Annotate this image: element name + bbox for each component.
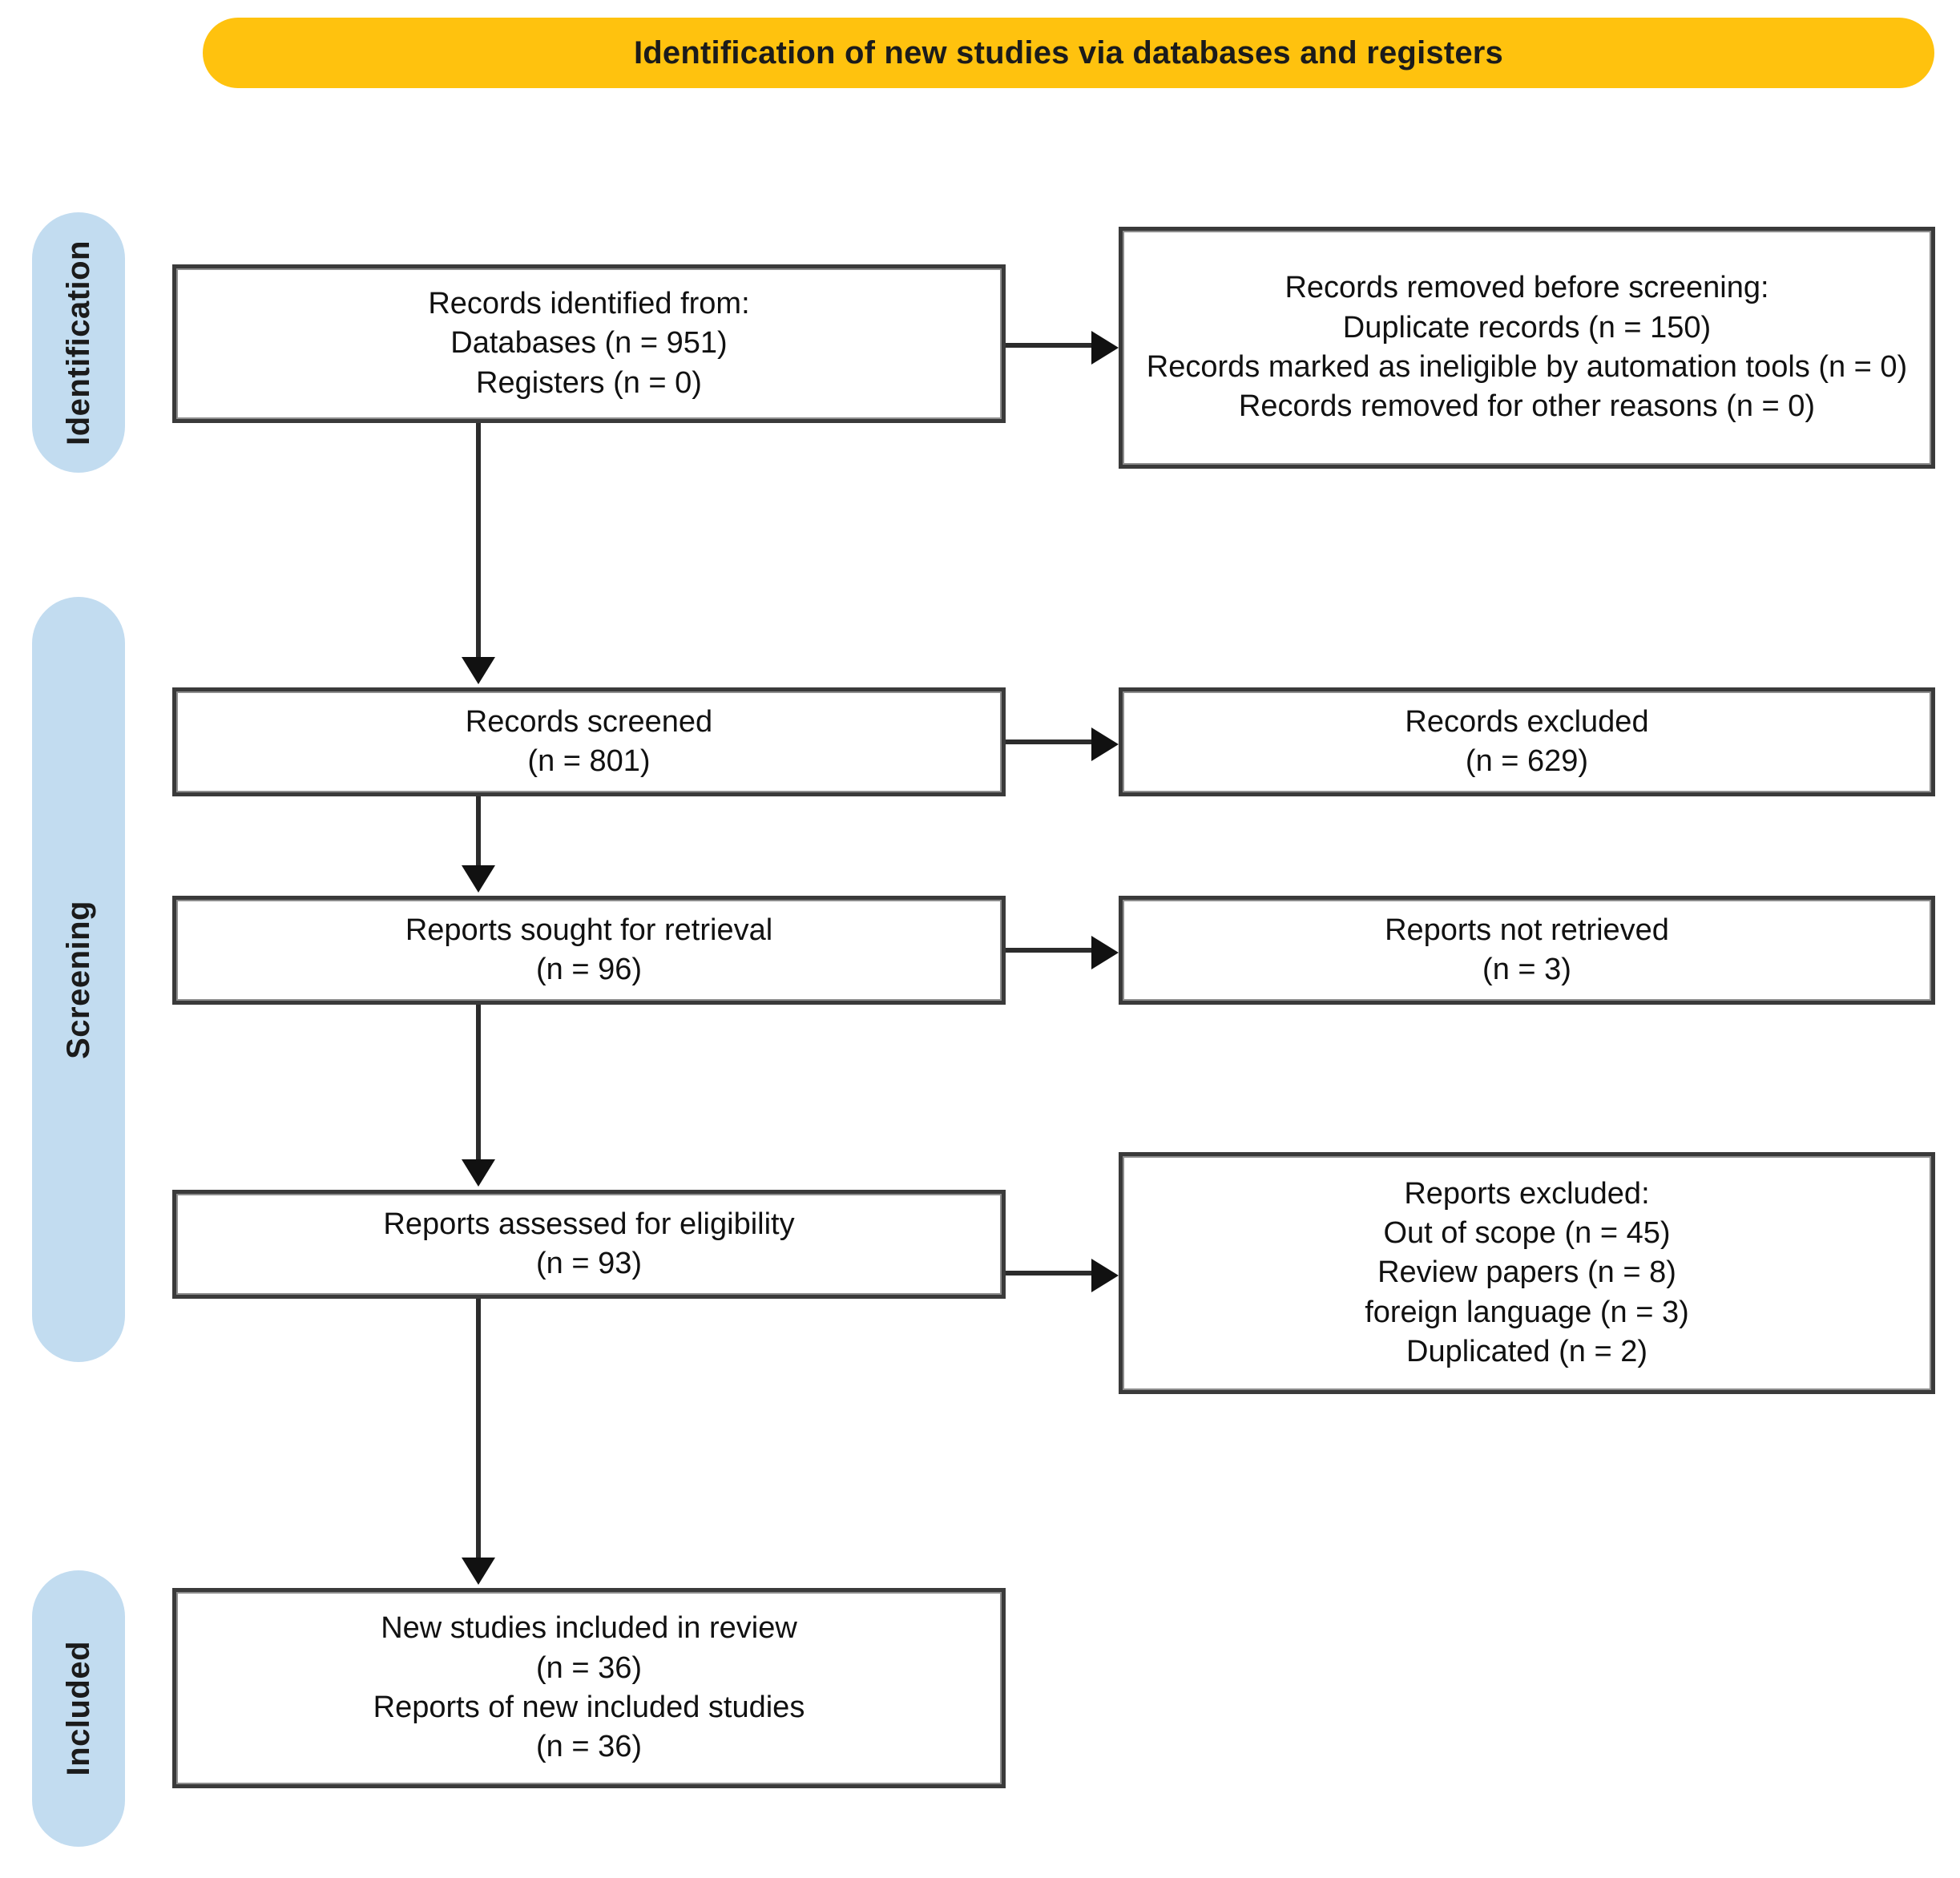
box-records-identified-line-2: Databases (n = 951) bbox=[450, 326, 728, 361]
box-reports-excluded-line-5: Duplicated (n = 2) bbox=[1406, 1335, 1647, 1369]
identification-banner: Identification of new studies via databa… bbox=[203, 18, 1934, 88]
arrowhead-right-to-excluded bbox=[1091, 727, 1119, 761]
arrowhead-down-to-included bbox=[462, 1558, 495, 1585]
box-records-removed-line-1: Records removed before screening: bbox=[1284, 271, 1769, 305]
arrowhead-right-to-reports-excluded bbox=[1091, 1259, 1119, 1292]
box-reports-excluded: Reports excluded: Out of scope (n = 45) … bbox=[1119, 1152, 1935, 1394]
connector-sought-to-eligibility bbox=[476, 1005, 481, 1163]
banner-title: Identification of new studies via databa… bbox=[633, 35, 1504, 71]
box-records-excluded: Records excluded (n = 629) bbox=[1119, 687, 1935, 796]
box-new-studies-included-line-3: Reports of new included studies bbox=[373, 1691, 805, 1724]
box-reports-not-retrieved-line-1: Reports not retrieved bbox=[1385, 913, 1669, 947]
box-reports-not-retrieved-line-2: (n = 3) bbox=[1482, 953, 1571, 986]
stage-label-identification-text: Identification bbox=[60, 240, 96, 445]
arrowhead-down-to-eligibility bbox=[462, 1159, 495, 1187]
stage-label-included-text: Included bbox=[60, 1641, 96, 1776]
box-reports-excluded-line-3: Review papers (n = 8) bbox=[1377, 1255, 1676, 1290]
stage-label-identification: Identification bbox=[32, 212, 125, 473]
box-reports-excluded-line-4: foreign language (n = 3) bbox=[1365, 1295, 1689, 1329]
box-records-identified: Records identified from: Databases (n = … bbox=[172, 264, 1006, 423]
connector-screened-to-excluded bbox=[1006, 740, 1094, 744]
box-records-identified-line-1: Records identified from: bbox=[428, 286, 750, 320]
box-reports-not-retrieved: Reports not retrieved (n = 3) bbox=[1119, 896, 1935, 1005]
connector-sought-to-not-retrieved bbox=[1006, 948, 1094, 953]
box-reports-sought-line-1: Reports sought for retrieval bbox=[405, 913, 773, 947]
arrowhead-down-to-sought bbox=[462, 865, 495, 893]
connector-identified-to-screened bbox=[476, 423, 481, 660]
stage-label-screening: Screening bbox=[32, 597, 125, 1362]
arrowhead-down-to-screened bbox=[462, 657, 495, 684]
box-records-screened: Records screened (n = 801) bbox=[172, 687, 1006, 796]
box-records-removed-line-3: Records marked as ineligible by automati… bbox=[1146, 350, 1908, 384]
box-new-studies-included-line-1: New studies included in review bbox=[381, 1611, 797, 1646]
box-records-screened-line-1: Records screened bbox=[465, 704, 713, 739]
box-reports-sought-line-2: (n = 96) bbox=[535, 953, 643, 986]
box-new-studies-included-line-4: (n = 36) bbox=[535, 1730, 643, 1764]
box-records-identified-line-3: Registers (n = 0) bbox=[476, 365, 702, 400]
box-new-studies-included: New studies included in review (n = 36) … bbox=[172, 1588, 1006, 1788]
arrowhead-right-to-removed bbox=[1091, 331, 1119, 365]
box-records-removed: Records removed before screening: Duplic… bbox=[1119, 227, 1935, 469]
box-reports-assessed-line-2: (n = 93) bbox=[535, 1247, 643, 1280]
stage-label-screening-text: Screening bbox=[60, 900, 96, 1059]
box-reports-assessed: Reports assessed for eligibility (n = 93… bbox=[172, 1190, 1006, 1299]
connector-eligibility-to-included bbox=[476, 1299, 481, 1561]
stage-label-included: Included bbox=[32, 1570, 125, 1847]
box-reports-excluded-line-2: Out of scope (n = 45) bbox=[1383, 1215, 1671, 1250]
box-records-removed-line-4: Records removed for other reasons (n = 0… bbox=[1238, 389, 1816, 424]
connector-eligibility-to-reports-excluded bbox=[1006, 1271, 1094, 1276]
box-records-removed-line-2: Duplicate records (n = 150) bbox=[1342, 310, 1712, 345]
connector-identified-to-removed bbox=[1006, 343, 1094, 348]
box-reports-excluded-line-1: Reports excluded: bbox=[1404, 1176, 1650, 1211]
box-reports-sought: Reports sought for retrieval (n = 96) bbox=[172, 896, 1006, 1005]
box-records-excluded-line-2: (n = 629) bbox=[1465, 744, 1589, 778]
connector-screened-to-sought bbox=[476, 796, 481, 868]
arrowhead-right-to-not-retrieved bbox=[1091, 936, 1119, 969]
box-reports-assessed-line-1: Reports assessed for eligibility bbox=[383, 1207, 795, 1241]
box-records-excluded-line-1: Records excluded bbox=[1405, 704, 1649, 739]
box-records-screened-line-2: (n = 801) bbox=[527, 744, 651, 778]
box-new-studies-included-line-2: (n = 36) bbox=[535, 1650, 643, 1685]
